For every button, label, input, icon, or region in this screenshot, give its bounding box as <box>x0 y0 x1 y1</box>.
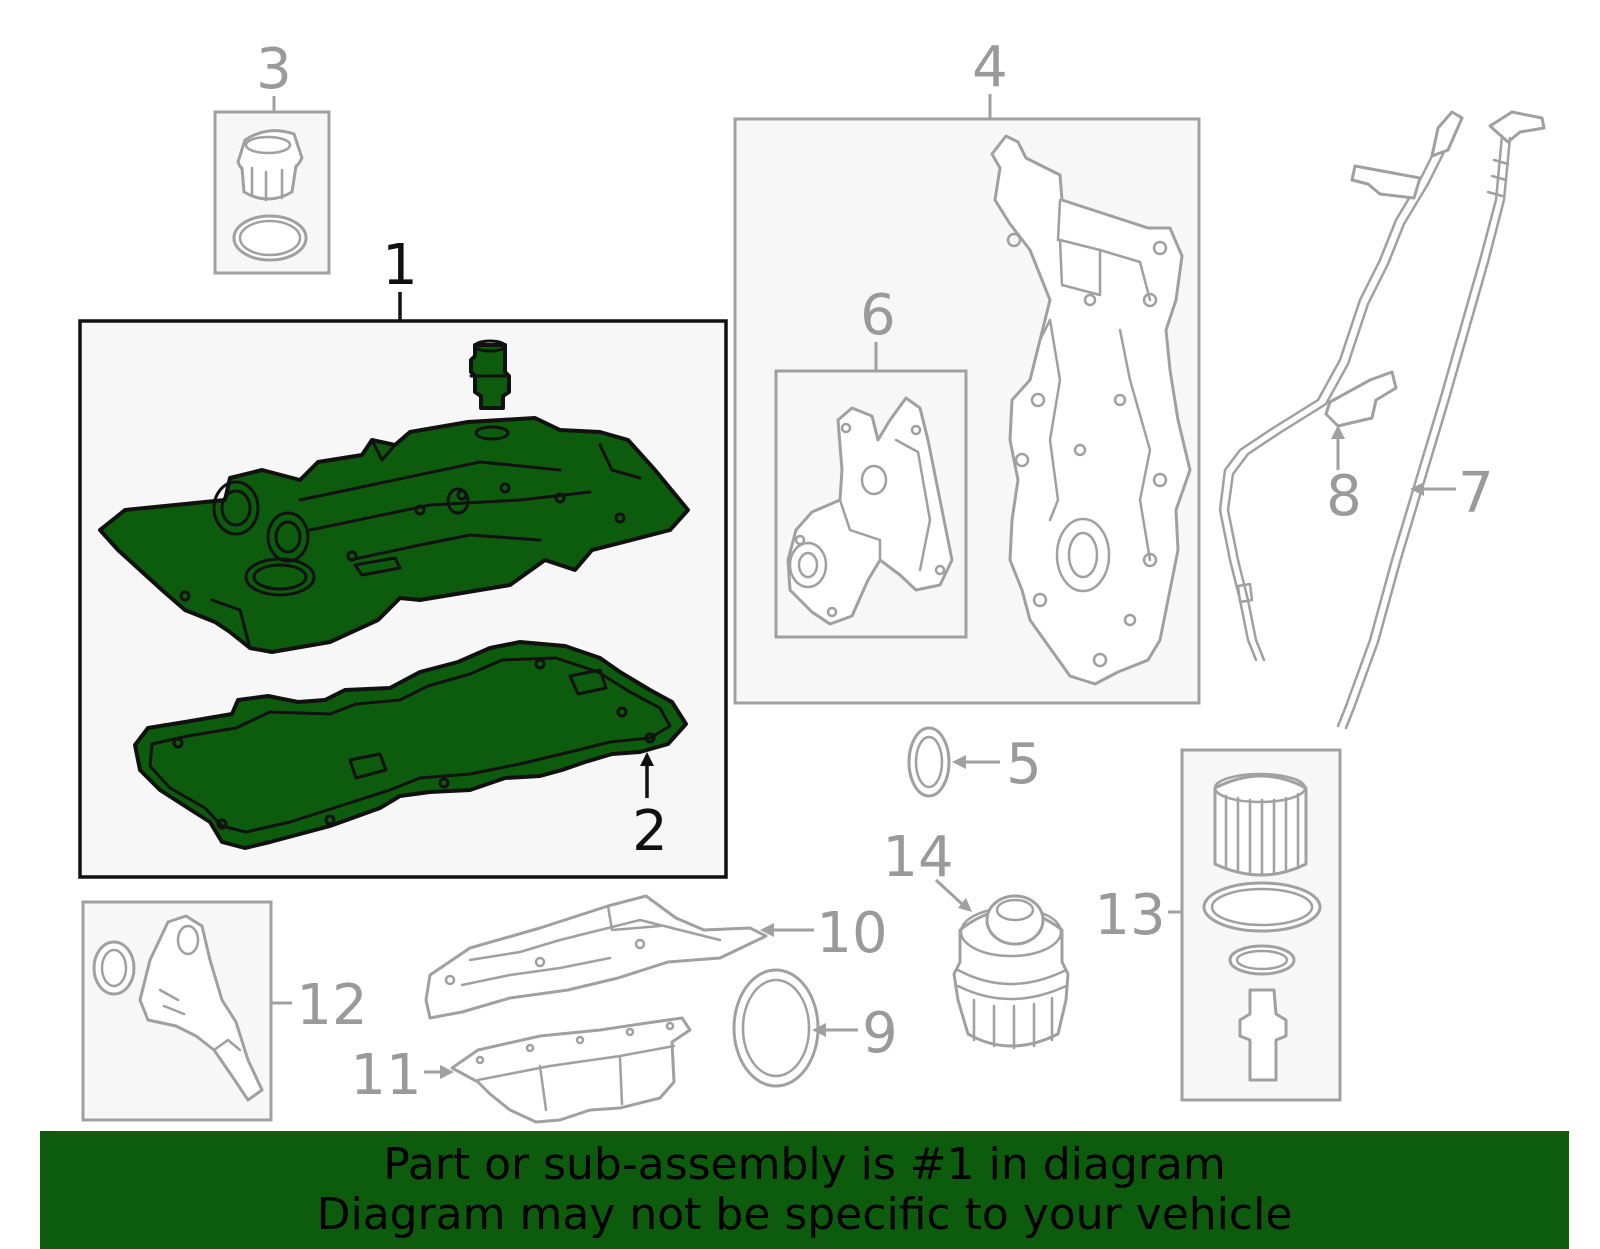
callout-7: 7 <box>1458 461 1494 526</box>
sensor-drawing <box>92 914 264 1102</box>
banner-line-1: Part or sub-assembly is #1 in diagram <box>383 1139 1226 1190</box>
part-12-sensor-group[interactable]: 12 <box>81 900 368 1122</box>
part-3-oil-filler-cap-group[interactable]: 3 <box>213 37 331 275</box>
callout-10: 10 <box>816 901 887 966</box>
callout-6: 6 <box>860 283 896 348</box>
arrow-14 <box>958 898 972 912</box>
baffle-drawing <box>424 894 768 1020</box>
callout-11: 11 <box>350 1043 421 1108</box>
callout-3: 3 <box>256 37 292 102</box>
callout-5: 5 <box>1006 732 1042 797</box>
arrow-2 <box>640 752 654 766</box>
dipstick-drawing <box>1336 110 1546 730</box>
callout-14: 14 <box>882 825 953 890</box>
arrow-9 <box>812 1023 826 1037</box>
callout-13: 13 <box>1094 883 1165 948</box>
part-2-valve-cover-gasket-drawing[interactable] <box>133 640 688 850</box>
part-5-oil-seal-group[interactable]: 5 <box>907 726 1042 798</box>
valve-cover-drawing <box>98 416 690 654</box>
part-9-seal-group[interactable]: 9 <box>732 968 898 1088</box>
arrow-7 <box>1410 482 1424 496</box>
part-10-baffle-group[interactable]: 10 <box>424 894 888 1020</box>
filter-housing-drawing <box>952 894 1070 1050</box>
info-banner: Part or sub-assembly is #1 in diagram Di… <box>40 1131 1569 1249</box>
part-4-timing-cover-group[interactable]: 4 6 <box>733 35 1201 705</box>
banner-line-2: Diagram may not be specific to your vehi… <box>316 1189 1293 1240</box>
callout-4: 4 <box>972 35 1008 100</box>
oil-pan-drawing <box>450 1016 692 1124</box>
arrow-8 <box>1331 425 1345 439</box>
part-11-oil-pan-group[interactable]: 11 <box>350 1016 692 1124</box>
oil-filler-cap-drawing <box>232 129 308 262</box>
part-1-valve-cover-group[interactable]: 1 <box>78 233 728 879</box>
leader-14 <box>934 878 964 906</box>
arrow-10 <box>760 923 774 937</box>
part-8-dipstick-tube-group[interactable]: 8 <box>1218 110 1464 662</box>
callout-1: 1 <box>382 233 418 298</box>
oil-filter-kit-drawing <box>1202 772 1322 1082</box>
callout-12: 12 <box>296 973 367 1038</box>
arrow-5 <box>952 755 966 769</box>
part-14-filter-housing-group[interactable]: 14 <box>882 825 1070 1050</box>
arrow-11 <box>440 1065 454 1079</box>
pcv-valve-drawing <box>469 339 511 410</box>
dipstick-tube-drawing <box>1218 110 1464 662</box>
callout-9: 9 <box>862 1001 898 1066</box>
callout-8: 8 <box>1326 464 1362 529</box>
part-13-oil-filter-group[interactable]: 13 <box>1094 748 1342 1102</box>
timing-cover-drawing <box>990 134 1192 686</box>
callout-2: 2 <box>632 799 668 864</box>
part-7-dipstick-group[interactable]: 7 <box>1336 110 1546 730</box>
part-6-water-pump-drawing[interactable] <box>786 396 954 626</box>
seal-9-drawing <box>732 968 820 1088</box>
